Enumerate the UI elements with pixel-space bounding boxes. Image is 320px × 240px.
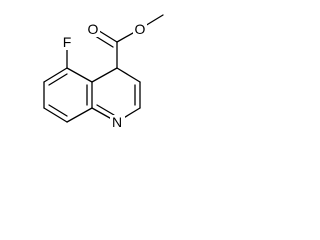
bond-c6-c7-inner: [48, 73, 68, 86]
fluorine-label: F: [63, 34, 72, 50]
bond-n1-c10-inner: [96, 104, 115, 116]
bond-c8-c9: [43, 107, 68, 123]
atom-label-nitrogen: N: [110, 114, 125, 130]
pyridine-ring-bonds: [91, 67, 141, 123]
ester-oxygen-label: O: [135, 21, 146, 37]
atom-label-fluorine: F: [60, 34, 74, 50]
bond-c6-c7: [43, 67, 68, 83]
bond-c11-c4: [91, 67, 118, 83]
atom-label-ester-oxygen: O: [133, 21, 147, 37]
bond-c11-c6: [66, 67, 93, 83]
bond-c8-c9-inner: [48, 104, 68, 117]
nitrogen-label: N: [112, 114, 122, 130]
benzene-ring-bonds: [43, 67, 93, 123]
bond-c4-c3: [116, 67, 141, 83]
carbonyl-oxygen-label: O: [88, 21, 99, 37]
chemical-structure-diagram: F N O O: [43, 14, 164, 130]
bond-c9-c10: [66, 107, 93, 123]
substituent-bonds: [66, 14, 164, 69]
atom-label-carbonyl-oxygen: O: [86, 21, 100, 37]
